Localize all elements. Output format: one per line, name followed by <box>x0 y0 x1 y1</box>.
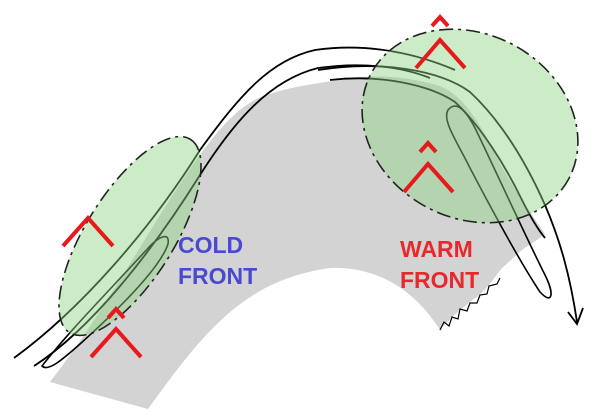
cold-front-label: COLD FRONT <box>178 230 257 292</box>
caret-up-icon <box>414 13 467 70</box>
warm-front-cloud <box>361 28 579 224</box>
cold-front-label-line1: COLD <box>178 232 244 258</box>
cold-front-air-flow <box>13 46 456 359</box>
warm-front-loop <box>445 105 552 299</box>
warm-front-label: WARM FRONT <box>400 234 479 296</box>
warm-front-conveyor <box>317 65 578 323</box>
caret-up-icon <box>89 305 143 359</box>
warm-front-ragged-edge <box>439 277 501 331</box>
cold-front-label-line2: FRONT <box>178 263 258 289</box>
uplift-markers <box>61 13 467 359</box>
warm-front-label-line2: FRONT <box>400 267 480 293</box>
cold-front-cloud <box>58 135 202 337</box>
warm-front-conveyor-inner <box>329 77 546 239</box>
caret-up-icon <box>402 139 455 194</box>
flow-arrowhead <box>567 307 584 326</box>
warm-sector-air-mass <box>50 76 545 409</box>
cold-front-loop <box>40 235 170 369</box>
warm-front-label-line1: WARM <box>400 236 473 262</box>
caret-up-icon <box>61 214 115 248</box>
